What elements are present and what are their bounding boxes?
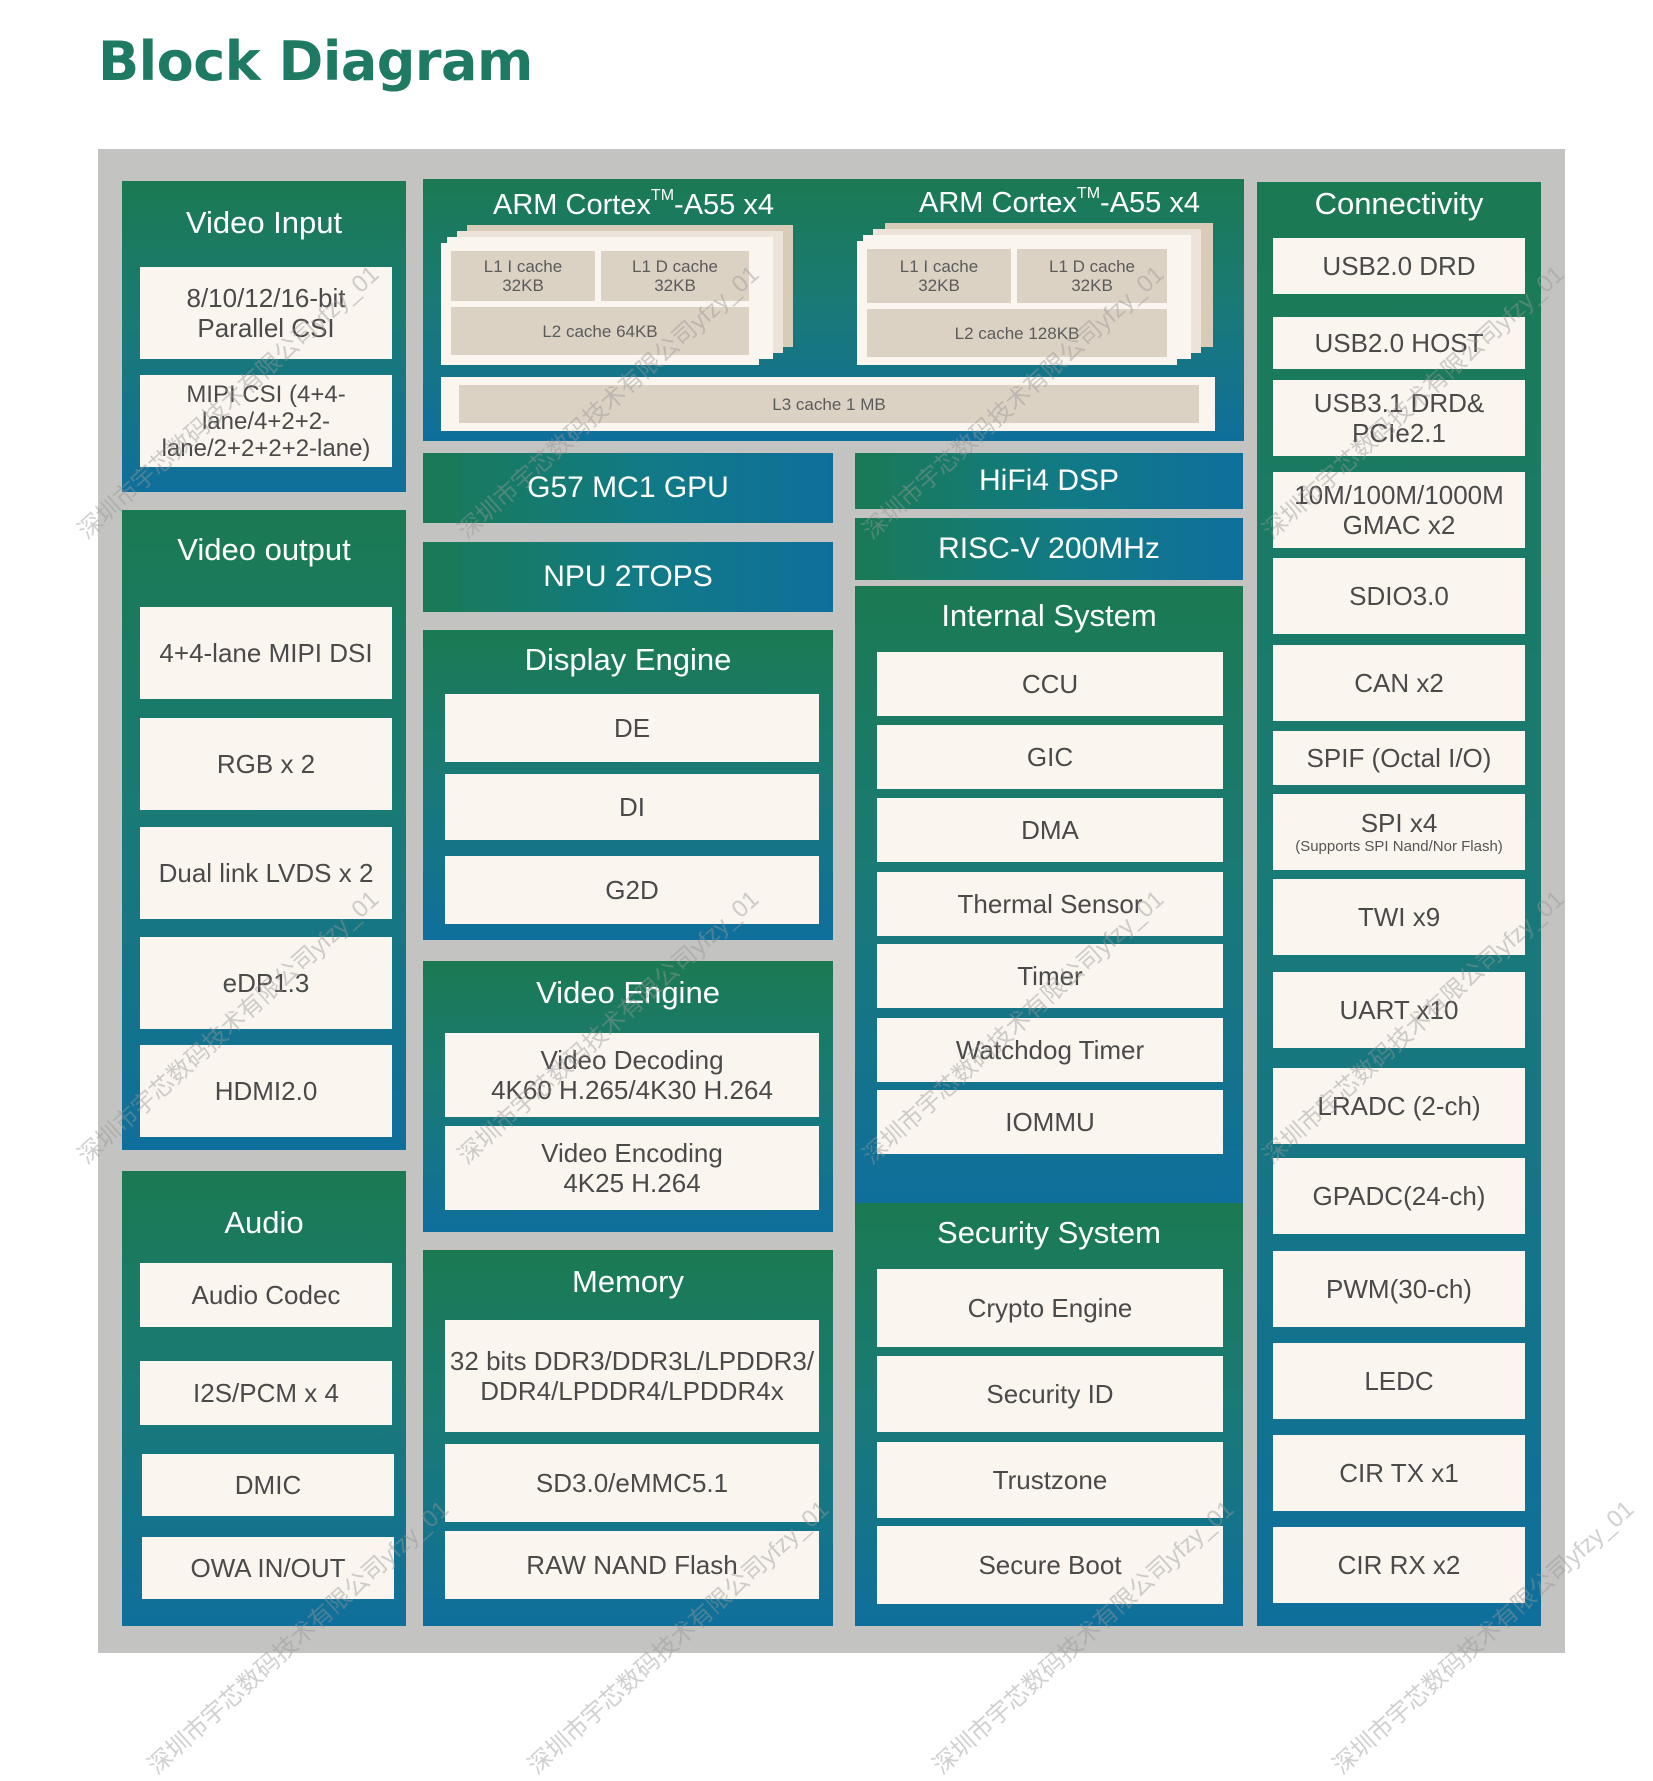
- display-engine-item-2: DI: [445, 774, 819, 840]
- memory-panel: Memory 32 bits DDR3/DDR3L/LPDDR3/DDR4/LP…: [423, 1250, 833, 1626]
- connectivity-item-10: UART x10: [1273, 972, 1525, 1048]
- mipi-csi-box: MIPI CSI (4+4-lane/4+2+2-lane/2+2+2+2-la…: [140, 375, 392, 467]
- cpu-right-title: ARM CortexTM-A55 x4: [919, 185, 1200, 219]
- video-output-item-5: HDMI2.0: [140, 1045, 392, 1137]
- security-system-title: Security System: [937, 1215, 1161, 1250]
- cpu-right-l2-cache: L2 cache 128KB: [867, 309, 1167, 357]
- internal-system-title: Internal System: [941, 598, 1157, 633]
- connectivity-item-12: GPADC(24-ch): [1273, 1158, 1525, 1234]
- connectivity-item-5: SDIO3.0: [1273, 558, 1525, 634]
- connectivity-item-15: CIR TX x1: [1273, 1435, 1525, 1511]
- connectivity-item-13: PWM(30-ch): [1273, 1251, 1525, 1327]
- memory-item-1: 32 bits DDR3/DDR3L/LPDDR3/DDR4/LPDDR4/LP…: [445, 1320, 819, 1432]
- audio-item-2: I2S/PCM x 4: [140, 1361, 392, 1425]
- connectivity-item-3: USB3.1 DRD&PCIe2.1: [1273, 380, 1525, 456]
- audio-item-3: DMIC: [142, 1454, 394, 1516]
- internal-system-item-2: GIC: [877, 725, 1223, 789]
- memory-item-2: SD3.0/eMMC5.1: [445, 1444, 819, 1522]
- security-system-item-3: Trustzone: [877, 1442, 1223, 1518]
- video-input-panel: Video Input 8/10/12/16-bit Parallel CSI …: [122, 181, 406, 492]
- video-output-item-4: eDP1.3: [140, 937, 392, 1029]
- dsp-bar: HiFi4 DSP: [855, 453, 1243, 509]
- memory-item-3: RAW NAND Flash: [445, 1531, 819, 1599]
- audio-item-1: Audio Codec: [140, 1263, 392, 1327]
- riscv-bar: RISC-V 200MHz: [855, 518, 1243, 580]
- page-title: Block Diagram: [98, 30, 533, 93]
- connectivity-item-8: SPI x4(Supports SPI Nand/Nor Flash): [1273, 794, 1525, 870]
- display-engine-panel: Display Engine DE DI G2D: [423, 630, 833, 940]
- internal-system-item-3: DMA: [877, 798, 1223, 862]
- internal-system-item-6: Watchdog Timer: [877, 1018, 1223, 1082]
- audio-title: Audio: [224, 1205, 304, 1240]
- parallel-csi-box: 8/10/12/16-bit Parallel CSI: [140, 267, 392, 359]
- cpu-cluster-panel: ARM CortexTM-A55 x4 ARM CortexTM-A55 x4 …: [423, 179, 1244, 441]
- connectivity-item-6: CAN x2: [1273, 645, 1525, 721]
- video-input-title: Video Input: [185, 205, 343, 240]
- video-engine-title: Video Engine: [536, 975, 720, 1010]
- security-system-item-2: Security ID: [877, 1356, 1223, 1432]
- security-system-item-1: Crypto Engine: [877, 1269, 1223, 1347]
- memory-title: Memory: [572, 1264, 684, 1299]
- connectivity-item-2: USB2.0 HOST: [1273, 317, 1525, 369]
- connectivity-item-7: SPIF (Octal I/O): [1273, 731, 1525, 785]
- video-output-item-1: 4+4-lane MIPI DSI: [140, 607, 392, 699]
- gpu-bar: G57 MC1 GPU: [423, 453, 833, 523]
- display-engine-item-3: G2D: [445, 856, 819, 924]
- connectivity-item-1: USB2.0 DRD: [1273, 238, 1525, 294]
- video-output-panel: Video output 4+4-lane MIPI DSI RGB x 2 Dua…: [122, 510, 406, 1150]
- display-engine-title: Display Engine: [524, 642, 732, 677]
- video-output-item-3: Dual link LVDS x 2: [140, 827, 392, 919]
- npu-bar: NPU 2TOPS: [423, 542, 833, 612]
- internal-system-item-4: Thermal Sensor: [877, 872, 1223, 936]
- video-output-item-2: RGB x 2: [140, 718, 392, 810]
- cpu-left-title: ARM CortexTM-A55 x4: [493, 187, 774, 221]
- display-engine-item-1: DE: [445, 694, 819, 762]
- internal-system-item-5: Timer: [877, 944, 1223, 1008]
- cpu-left-l2-cache: L2 cache 64KB: [451, 307, 749, 355]
- security-system-item-4: Secure Boot: [877, 1526, 1223, 1604]
- connectivity-title: Connectivity: [1314, 186, 1484, 221]
- l3-cache: L3 cache 1 MB: [459, 385, 1199, 423]
- connectivity-item-9: TWI x9: [1273, 879, 1525, 955]
- connectivity-item-14: LEDC: [1273, 1343, 1525, 1419]
- internal-system-item-1: CCU: [877, 652, 1223, 716]
- internal-system-item-7: IOMMU: [877, 1090, 1223, 1154]
- block-diagram: Video Input 8/10/12/16-bit Parallel CSI …: [98, 149, 1565, 1653]
- connectivity-panel: Connectivity USB2.0 DRD USB2.0 HOST USB3.1…: [1257, 182, 1541, 1626]
- connectivity-item-11: LRADC (2-ch): [1273, 1068, 1525, 1144]
- connectivity-item-16: CIR RX x2: [1273, 1527, 1525, 1603]
- video-output-title: Video output: [177, 532, 351, 567]
- audio-item-4: OWA IN/OUT: [142, 1537, 394, 1599]
